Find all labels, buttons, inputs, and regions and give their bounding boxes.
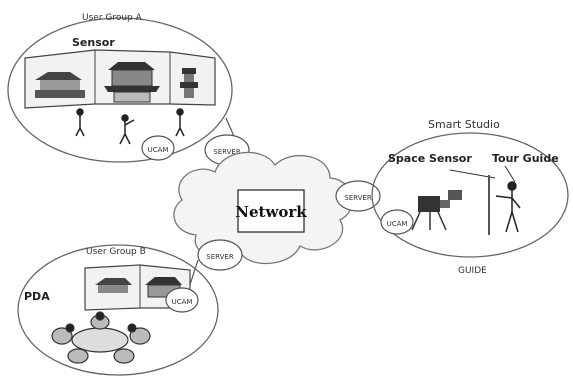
user-group-b: User Group B PDA UCAM — [17, 244, 219, 376]
tour-guide-label: Tour Guide — [492, 152, 559, 165]
table-and-chairs — [51, 311, 151, 364]
user-group-a: User Group A Sensor — [7, 13, 233, 163]
tour-guide-figure — [488, 175, 521, 235]
ucam-b-label: UCAM — [172, 298, 193, 306]
ucam-b-node — [165, 287, 199, 313]
network-cloud: Network — [173, 151, 353, 265]
ucam-studio-label: UCAM — [387, 220, 408, 228]
ucam-a-label: UCAM — [148, 146, 169, 154]
camera-equipment — [411, 190, 462, 231]
sensor-arrow — [449, 169, 496, 179]
guide-arrow — [504, 165, 516, 183]
group-b-title: User Group B — [86, 247, 146, 257]
server-studio-label: SERVER — [344, 194, 372, 202]
space-sensor-label: Space Sensor — [388, 152, 472, 165]
studio-title: Smart Studio — [428, 118, 500, 131]
server-studio: SERVER — [335, 180, 381, 212]
group-a-title: User Group A — [82, 13, 143, 23]
panorama-screen — [24, 49, 216, 109]
server-b: SERVER — [197, 239, 243, 271]
smart-studio: Smart Studio Space Sensor Tour Guide UCA… — [371, 118, 569, 276]
server-b-label: SERVER — [206, 253, 234, 261]
group-b-boundary — [17, 244, 219, 376]
server-studio-node — [335, 180, 381, 212]
ucam-studio-node — [380, 209, 414, 235]
server-b-node — [197, 239, 243, 271]
network-label: Network — [235, 203, 307, 221]
studio-boundary — [371, 132, 569, 258]
guide-caption: GUIDE — [458, 266, 487, 276]
users-group-a — [75, 108, 185, 145]
server-a-label: SERVER — [213, 148, 241, 156]
group-a-device-label: Sensor — [72, 36, 115, 49]
ucam-a-node — [141, 135, 175, 161]
network-box — [237, 189, 305, 233]
group-a-boundary — [7, 17, 233, 163]
group-b-device-label: PDA — [24, 290, 50, 303]
